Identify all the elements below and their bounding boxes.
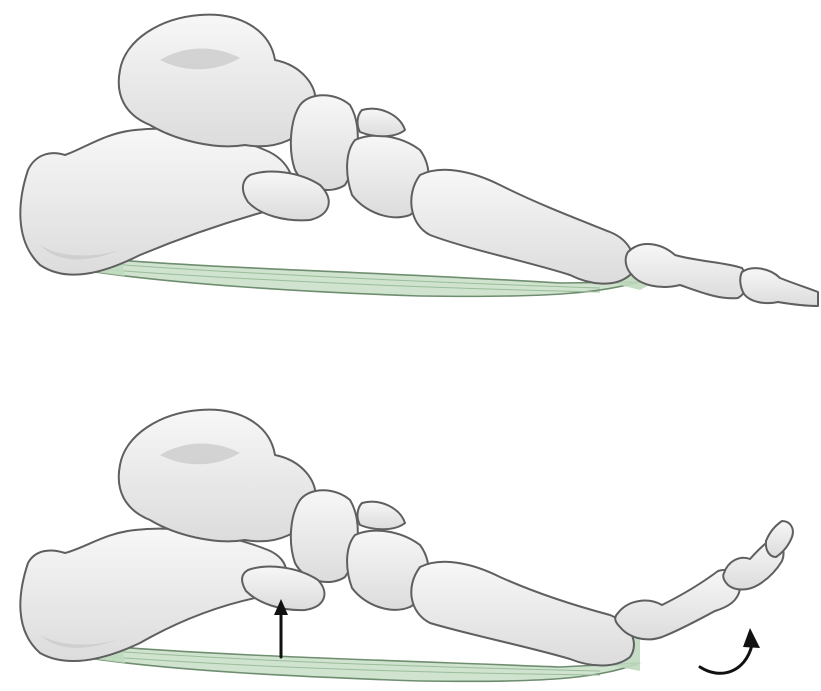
talus-bone — [119, 410, 316, 542]
calcaneus-bone — [20, 529, 286, 661]
foot-skeleton-relaxed — [0, 0, 821, 345]
cuneiform-upper-bone — [358, 109, 405, 137]
proximal-phalanx-bone — [626, 244, 747, 298]
cuneiform-upper-bone — [358, 502, 405, 530]
distal-phalanx-bone — [766, 521, 793, 557]
curved-arrow-icon — [700, 628, 760, 673]
panel-tensioned-foot — [0, 345, 821, 691]
foot-skeleton-tensioned — [0, 345, 821, 691]
proximal-phalanx-bone — [615, 570, 740, 639]
metatarsal-bone — [411, 562, 634, 666]
distal-phalanx-bone — [740, 268, 818, 306]
panel-relaxed-foot — [0, 0, 821, 345]
metatarsal-bone — [411, 170, 634, 284]
talus-bone — [119, 15, 316, 147]
